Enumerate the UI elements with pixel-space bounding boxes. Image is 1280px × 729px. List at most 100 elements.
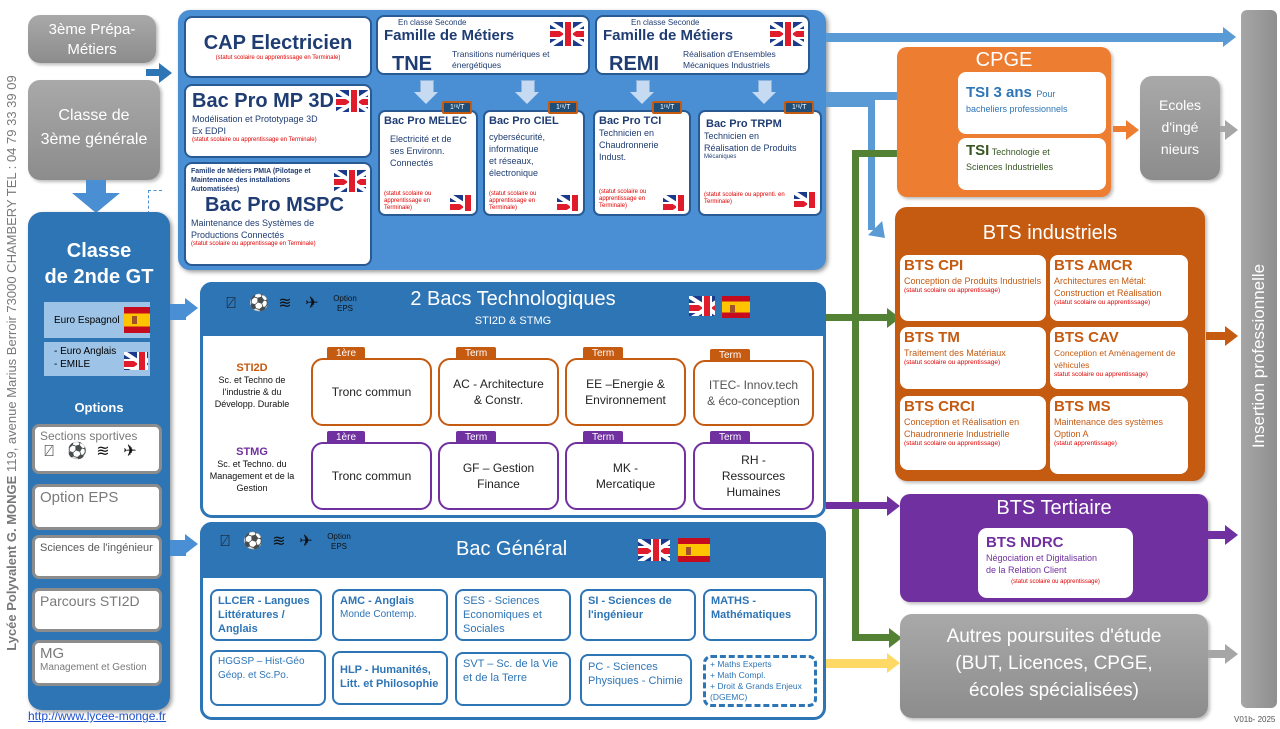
tci-d2: Indust.	[599, 152, 627, 162]
stmg-cell-rh: RH - Ressources Humaines	[693, 442, 814, 510]
tsi3-pour: Pour	[1036, 89, 1056, 99]
bts-tm: BTS TM Traitement des Matériaux (statut …	[900, 327, 1046, 389]
ciel-title: Bac Pro CIEL	[489, 115, 559, 127]
football-icon: ⚽	[249, 295, 269, 312]
euro-espagnol-label: Euro Espagnol	[54, 314, 120, 326]
football-icon: ⚽	[243, 533, 263, 550]
rugby-icon: ⍁	[226, 295, 236, 312]
arrow-down-ciel	[515, 80, 539, 106]
uk-flag-icon	[557, 195, 579, 211]
bac-techno-subtitle: STI2D & STMG	[474, 315, 552, 327]
remi-pre: En classe Seconde	[631, 18, 700, 27]
autres-l1: Autres poursuites d'étude	[946, 626, 1162, 647]
rugby-icon: ⍁	[220, 533, 230, 550]
tci-d1: Chaudronnerie	[599, 140, 659, 150]
spe-svt: SVT – Sc. de la Vie et de la Terre	[455, 652, 571, 706]
mp3d-line1: Modélisation et Prototypage 3D	[192, 114, 318, 124]
remi-code: REMI	[609, 53, 659, 75]
seconde-gt-title: Classe de 2nde GT	[28, 238, 170, 290]
bts-amcr-desc: Architectures en Métal: Construction et …	[1054, 276, 1162, 298]
tne-family-box: En classe Seconde Famille de Métiers TNE…	[376, 15, 590, 75]
remi-family: Famille de Métiers	[603, 27, 734, 44]
trpm-d2: Mécaniques	[704, 154, 737, 160]
website-link[interactable]: http://www.lycee-monge.fr	[28, 709, 167, 723]
ciel-status: (statut scolaire ou apprentissage en Ter…	[489, 191, 537, 211]
arrow-green-to-autres	[852, 628, 902, 648]
bts-cav-desc: Conception et Aménagement de véhicules	[1054, 348, 1176, 370]
euro-anglais-label: - Euro Anglais	[54, 346, 117, 357]
tag-1ere: 1ère	[327, 347, 366, 360]
prepa-metiers-box: 3ème Prépa- Métiers	[28, 15, 156, 63]
tne-desc2: énergétiques	[452, 60, 502, 70]
melec-d1: ses Environn.	[390, 146, 445, 156]
stmg-cell-gf: GF – Gestion Finance	[438, 442, 559, 510]
spe-pc: PC - Sciences Physiques - Chimie	[580, 654, 692, 706]
bts-ms-status: (statut apprentissage)	[1054, 440, 1117, 447]
sti2d-name: STI2D	[236, 362, 268, 374]
trpm-d1: Réalisation de Produits	[704, 143, 797, 153]
spe-maths: MATHS - Mathématiques	[703, 589, 817, 641]
remi-desc: Réalisation d'Ensembles Mécaniques Indus…	[683, 49, 776, 71]
uk-flag-icon	[689, 296, 715, 316]
autres-l2: (BUT, Licences, CPGE,	[955, 653, 1153, 674]
emile-label: - EMILE	[54, 359, 91, 370]
option-sections-sportives: Sections sportives ⍁ ⚽ ≋ ✈	[32, 424, 162, 474]
ciel-d0: cybersécurité,	[489, 132, 546, 142]
arrow-prepa-to-pro	[146, 63, 172, 83]
bts-cav: BTS CAV Conception et Aménagement de véh…	[1050, 327, 1188, 389]
mspc-line2: Productions Connectés	[191, 230, 285, 240]
bts-cpi: BTS CPI Conception de Produits Industrie…	[900, 255, 1046, 321]
tne-pre: En classe Seconde	[398, 18, 467, 27]
bts-amcr: BTS AMCR Architectures en Métal: Constru…	[1050, 255, 1188, 321]
arrow-cpge-to-ecoles	[1113, 120, 1139, 140]
spain-flag-icon	[722, 296, 750, 318]
bts-cav-status: statut scolaire ou apprentissage)	[1054, 371, 1148, 378]
arrow-cap-to-insertion	[826, 27, 1236, 47]
dashed-connector	[148, 190, 162, 214]
bts-industriels-title: BTS industriels	[982, 222, 1118, 244]
tci-title: Bac Pro TCI	[599, 115, 662, 127]
spe-amc: AMC - Anglais Monde Contemp.	[332, 589, 448, 641]
bts-cav-title: BTS CAV	[1054, 329, 1119, 346]
bac-pro-tci: Bac Pro TCI Technicien en Chaudronnerie …	[593, 110, 691, 216]
amc-title: AMC - Anglais	[340, 595, 415, 607]
bts-tertiaire-title: BTS Tertiaire	[996, 497, 1112, 519]
bts-tm-desc: Traitement des Matériaux	[904, 348, 1006, 358]
ecoles-l1: Ecoles	[1158, 97, 1202, 113]
arrow-general-to-autres	[826, 653, 900, 673]
sti2d-label: STI2D Sc. et Techno de l'industrie & du …	[204, 362, 300, 410]
euro-anglais-box: - Euro Anglais - EMILE	[44, 342, 150, 376]
arrow-stmg-to-tertiaire	[826, 496, 900, 516]
option-eps-label: Option EPS	[327, 532, 351, 551]
seconde-title-1: Classe	[66, 240, 132, 262]
amc-sub: Monde Contemp.	[340, 609, 417, 620]
opt-dgemc: (DGEMC)	[710, 692, 748, 702]
uk-flag-icon	[663, 195, 685, 211]
melec-d2: Connectés	[390, 158, 434, 168]
uk-flag-icon	[770, 22, 804, 46]
trpm-d0: Technicien en	[704, 131, 760, 141]
badge-1t-ciel: 1ʳᵉ/T	[548, 101, 579, 114]
arrow-2nde-to-techno	[170, 298, 198, 320]
ndrc-status: (statut scolaire ou apprentissage)	[1011, 579, 1100, 585]
tne-desc1: Transitions numériques et	[452, 49, 550, 59]
arrow-tertiaire-to-insertion	[1208, 525, 1238, 545]
bts-ms: BTS MS Maintenance des systèmes Option A…	[1050, 396, 1188, 474]
tsi-desc1: Technologie et	[991, 147, 1050, 157]
tne-family: Famille de Métiers	[384, 27, 515, 44]
school-name: Lycée Polyvalent G. MONGE	[4, 475, 19, 651]
insertion-pro-bar: Insertion professionnelle	[1241, 10, 1277, 708]
melec-status: (statut scolaire ou apprentissage en Ter…	[384, 191, 432, 211]
mp3d-status: (statut scolaire ou apprentissage en Ter…	[192, 137, 317, 143]
uk-flag-icon	[124, 352, 148, 370]
uk-flag-icon	[550, 22, 584, 46]
tci-desc: Technicien en Chaudronnerie Indust.	[599, 127, 685, 163]
option-eps-label: Option EPS	[333, 294, 357, 313]
arrow-autres-to-insertion	[1208, 644, 1238, 664]
bts-tm-status: (statut scolaire ou apprentissage)	[904, 359, 1001, 366]
tag-1ere: 1ère	[327, 431, 366, 444]
ciel-desc: cybersécurité, informatique et réseaux, …	[489, 131, 579, 179]
melec-d0: Electricité et de	[390, 134, 452, 144]
uk-flag-icon	[450, 195, 472, 211]
spe-si: SI - Sciences de l'ingénieur	[580, 589, 696, 641]
